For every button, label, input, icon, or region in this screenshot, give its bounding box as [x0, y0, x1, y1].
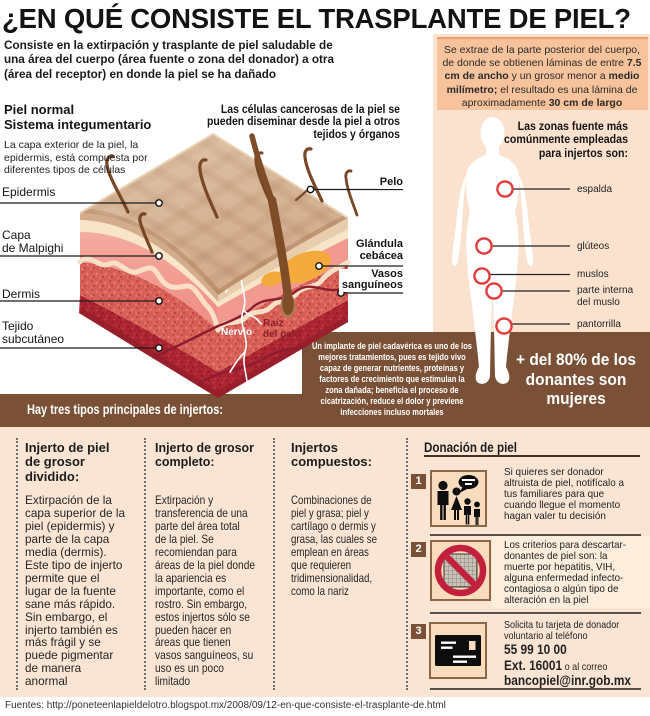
column-divider [406, 438, 408, 690]
zone-label-gluteos: glúteos [577, 241, 610, 252]
label-vasos-sanguineos: Vasos sanguíneos [338, 268, 403, 292]
implant-note: Un implante de piel cadavérica es uno de… [312, 341, 472, 418]
label-glandula-cebacea: Glándula cebácea [352, 238, 403, 262]
column-divider [16, 438, 18, 690]
column-divider [144, 438, 146, 690]
label-nervio: Nervio [221, 327, 253, 338]
label-raiz-del-pelo: Raíz del pelo [263, 318, 301, 341]
intro-text: Consiste en la extirpación y trasplante … [4, 38, 334, 81]
skin-description: La capa exterior de la piel, la epidermi… [4, 139, 148, 176]
label-pelo: Pelo [376, 176, 403, 189]
extraction-note-box [437, 37, 648, 110]
donation-step3-text: Solicita tu tarjeta de donador voluntari… [504, 620, 631, 689]
family-talk-icon [437, 475, 480, 525]
page-title: ¿EN QUÉ CONSISTE EL TRASPLANTE DE PIEL? [2, 3, 631, 34]
donation-step2-icon-box [430, 540, 491, 601]
sources-footer: Fuentes: http://poneteenlapieldelotro.bl… [5, 700, 446, 711]
column-divider [273, 438, 275, 690]
graft-type2-body: Extirpación y transferencia de una parte… [155, 493, 255, 689]
donation-step2-number: 2 [411, 542, 426, 557]
donation-separator [430, 612, 641, 614]
zone-label-espalda: espalda [577, 184, 613, 195]
label-capa-de-malpighi: Capa de Malpighi [2, 228, 64, 255]
donation-title-underline [424, 455, 640, 457]
donation-step1-icon-box [430, 470, 487, 527]
extraction-note: Se extrae de la parte posterior del cuer… [442, 44, 642, 109]
donation-step2-text: Los criterios para descartar- donantes d… [504, 540, 626, 606]
donation-separator [430, 688, 641, 690]
donation-step3-number: 3 [411, 624, 426, 639]
donors-fact: + del 80% de los donantes son mujeres [516, 350, 636, 408]
graft-type2-title: Injerto de grosor completo: [155, 440, 254, 470]
donation-step1-text: Si quieres ser donador altruista de piel… [504, 467, 624, 522]
grafts-title-bar [0, 394, 650, 427]
donation-separator [430, 534, 641, 536]
cancer-note: Las células cancerosas de la piel se pue… [207, 104, 400, 141]
label-tejido-subcutaneo: Tejido subcutáneo [2, 319, 65, 346]
donation-step1-number: 1 [411, 474, 426, 489]
zone-label-parte-interna: parte interna del muslo [577, 285, 634, 308]
label-epidermis: Epidermis [2, 185, 56, 199]
label-dermis: Dermis [2, 287, 40, 301]
graft-type1-body: Extirpación de la capa superior de la pi… [25, 493, 125, 689]
donor-card-icon [435, 635, 481, 666]
zones-title: Las zonas fuente más comúnmente empleada… [504, 121, 628, 160]
graft-type3-title: Injertos compuestos: [291, 440, 372, 470]
zone-label-pantorrilla: pantorrilla [577, 319, 621, 330]
graft-type1-title: Injerto de piel de grosor dividido: [25, 440, 110, 484]
donation-item2-highlight [492, 536, 650, 608]
graft-type3-body: Combinaciones de piel y grasa; piel y ca… [291, 493, 377, 598]
donation-title: Donación de piel [424, 440, 517, 455]
skin-section-heading: Piel normal Sistema integumentario [4, 102, 152, 133]
prohibited-icon [434, 544, 487, 597]
zone-label-muslos: muslos [577, 269, 609, 280]
grafts-bar-title: Hay tres tipos principales de injertos: [27, 401, 223, 417]
donation-step3-icon-box [429, 622, 487, 679]
